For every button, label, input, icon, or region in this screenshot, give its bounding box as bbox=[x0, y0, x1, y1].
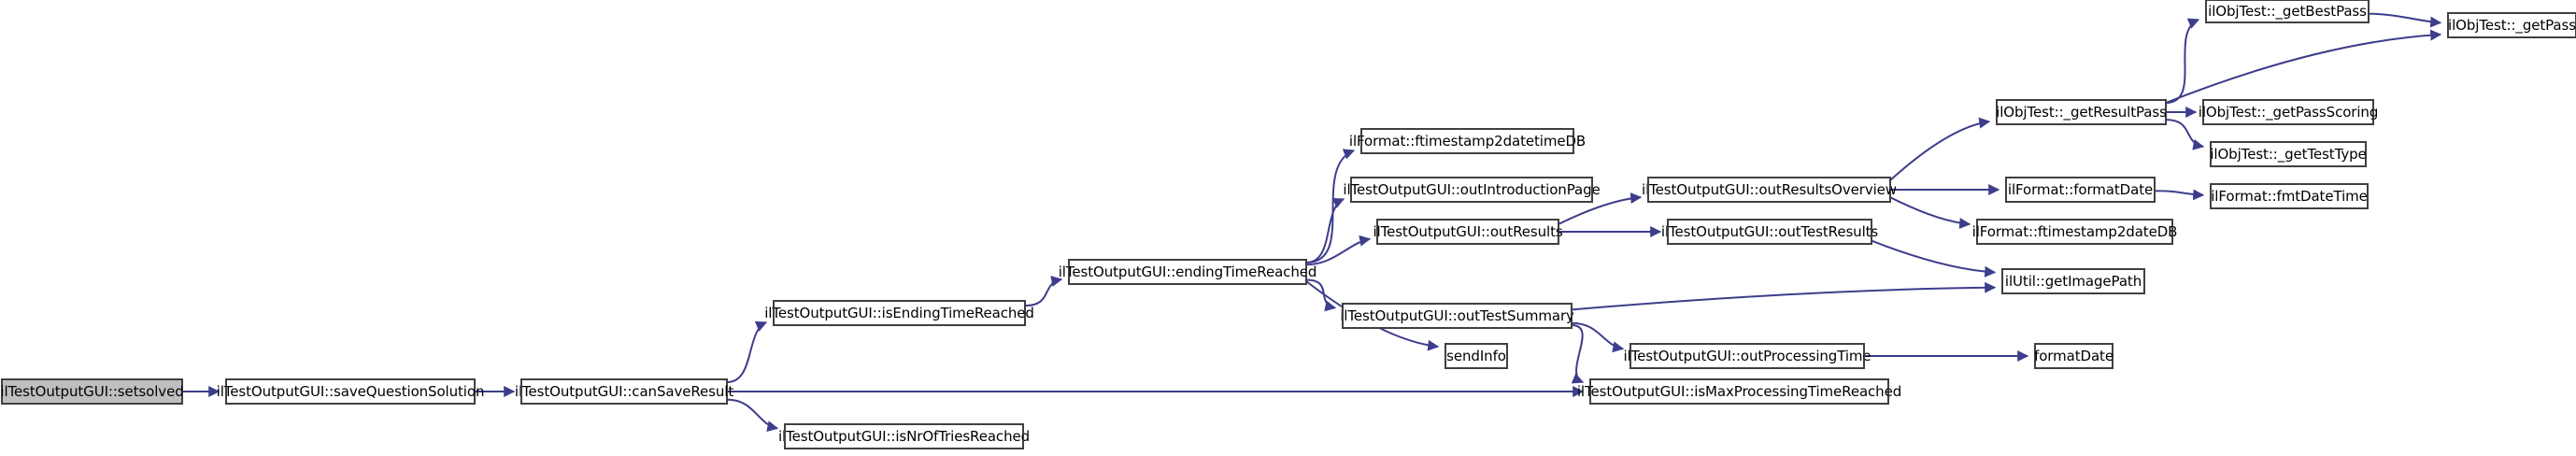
graph-edge-outResultsOverview-to-getResultPass bbox=[1889, 117, 1991, 181]
graph-node-getPassScoring[interactable]: ilObjTest::_getPassScoring bbox=[2199, 99, 2378, 125]
graph-node-label: sendInfo bbox=[1446, 347, 1506, 364]
graph-node-label: ilObjTest::_getPass bbox=[2448, 16, 2576, 34]
graph-node-label: ilTestOutputGUI::outTestSummary bbox=[1340, 306, 1574, 324]
graph-edge-getResultPass-to-getTestType bbox=[2165, 119, 2205, 150]
graph-edge-outTestSummary-to-outProcessingTime bbox=[1571, 321, 1625, 353]
graph-node-isEndingTimeReached[interactable]: ilTestOutputGUI::isEndingTimeReached bbox=[764, 300, 1034, 326]
graph-node-label: ilFormat::ftimestamp2datetimeDB bbox=[1348, 132, 1587, 150]
graph-edge-outTestResults-to-getImagePath bbox=[1871, 239, 1997, 278]
graph-node-formatDate[interactable]: formatDate bbox=[2034, 343, 2113, 369]
graph-node-label: ilTestOutputGUI::isNrOfTriesReached bbox=[777, 427, 1031, 445]
graph-node-outResults[interactable]: ilTestOutputGUI::outResults bbox=[1373, 219, 1563, 245]
graph-edge-endingTimeReached-to-outTestSummary bbox=[1305, 278, 1337, 312]
graph-node-label: ilUtil::getImagePath bbox=[2004, 272, 2142, 290]
graph-node-label: ilFormat::fmtDateTime bbox=[2211, 187, 2368, 205]
graph-node-getPass[interactable]: ilObjTest::_getPass bbox=[2447, 12, 2576, 38]
graph-node-label: ilTestOutputGUI::isEndingTimeReached bbox=[764, 304, 1034, 321]
graph-node-label: ilTestOutputGUI::outResults bbox=[1373, 222, 1563, 240]
graph-edge-endingTimeReached-to-outIntroductionPage bbox=[1305, 198, 1345, 264]
graph-node-getImagePath[interactable]: ilUtil::getImagePath bbox=[2001, 268, 2145, 294]
graph-edge-formatDate_ilFormat-to-fmtDateTime bbox=[2154, 189, 2205, 201]
graph-edge-canSaveResult-to-isEndingTimeReached bbox=[726, 321, 768, 383]
graph-node-isMaxProcessingTimeReached[interactable]: ilTestOutputGUI::isMaxProcessingTimeReac… bbox=[1577, 378, 1901, 405]
graph-node-label: ilTestOutputGUI::endingTimeReached bbox=[1058, 263, 1317, 280]
graph-edge-isEndingTimeReached-to-endingTimeReached bbox=[1024, 276, 1063, 307]
graph-node-outIntroductionPage[interactable]: ilTestOutputGUI::outIntroductionPage bbox=[1343, 177, 1601, 203]
graph-node-label: ilObjTest::_getTestType bbox=[2210, 145, 2367, 163]
graph-node-label: ilFormat::ftimestamp2dateDB bbox=[1971, 222, 2178, 240]
graph-edge-canSaveResult-to-isNrOfTriesReached bbox=[726, 398, 779, 433]
graph-node-label: ilTestOutputGUI::canSaveResult bbox=[514, 382, 734, 400]
graph-node-fmtDateTime[interactable]: ilFormat::fmtDateTime bbox=[2210, 183, 2369, 209]
graph-edge-endingTimeReached-to-outResults bbox=[1305, 235, 1372, 266]
graph-node-getTestType[interactable]: ilObjTest::_getTestType bbox=[2210, 141, 2367, 167]
graph-node-ftimestamp2dateDB[interactable]: ilFormat::ftimestamp2dateDB bbox=[1972, 219, 2177, 245]
graph-node-canSaveResult[interactable]: ilTestOutputGUI::canSaveResult bbox=[515, 378, 733, 405]
graph-node-label: ilTestOutputGUI::outResultsOverview bbox=[1642, 180, 1897, 198]
graph-node-getResultPass[interactable]: ilObjTest::_getResultPass bbox=[1996, 99, 2167, 125]
graph-edge-outTestSummary-to-isMaxProcessingTimeReached bbox=[1571, 324, 1585, 384]
graph-node-label: ilObjTest::_getPassScoring bbox=[2198, 103, 2379, 121]
graph-edge-getResultPass-to-getPass bbox=[2165, 29, 2442, 104]
graph-node-label: ilObjTest::_getResultPass bbox=[1996, 103, 2167, 121]
graph-node-outTestSummary[interactable]: ilTestOutputGUI::outTestSummary bbox=[1340, 303, 1574, 329]
graph-node-label: ilTestOutputGUI::outIntroductionPage bbox=[1343, 180, 1601, 198]
graph-node-outResultsOverview[interactable]: ilTestOutputGUI::outResultsOverview bbox=[1642, 177, 1897, 203]
graph-node-sendInfo[interactable]: sendInfo bbox=[1445, 343, 1508, 369]
graph-node-outTestResults[interactable]: ilTestOutputGUI::outTestResults bbox=[1661, 219, 1878, 245]
graph-edge-getBestPass-to-getPass bbox=[2368, 12, 2442, 28]
graph-node-setsolved[interactable]: ilTestOutputGUI::setsolved bbox=[0, 378, 184, 405]
graph-node-endingTimeReached[interactable]: ilTestOutputGUI::endingTimeReached bbox=[1059, 259, 1316, 285]
graph-node-label: ilFormat::formatDate bbox=[2007, 180, 2154, 198]
graph-node-formatDate_ilFormat[interactable]: ilFormat::formatDate bbox=[2005, 177, 2156, 203]
graph-edge-outResultsOverview-to-ftimestamp2dateDB bbox=[1889, 196, 1971, 229]
graph-node-label: formatDate bbox=[2034, 347, 2113, 364]
graph-node-label: ilTestOutputGUI::outTestResults bbox=[1660, 222, 1879, 240]
graph-node-label: ilTestOutputGUI::isMaxProcessingTimeReac… bbox=[1576, 382, 1902, 400]
graph-node-outProcessingTime[interactable]: ilTestOutputGUI::outProcessingTime bbox=[1623, 343, 1872, 369]
graph-node-label: ilTestOutputGUI::saveQuestionSolution bbox=[216, 382, 485, 400]
graph-edge-getResultPass-to-getBestPass bbox=[2165, 18, 2200, 104]
graph-node-isNrOfTriesReached[interactable]: ilTestOutputGUI::isNrOfTriesReached bbox=[778, 423, 1030, 449]
graph-edge-endingTimeReached-to-ftimestamp2datetimeDB bbox=[1305, 149, 1356, 264]
graph-edge-outTestSummary-to-getImagePath bbox=[1571, 281, 1997, 311]
graph-node-label: ilTestOutputGUI::setsolved bbox=[0, 382, 184, 400]
graph-node-label: ilObjTest::_getBestPass bbox=[2208, 2, 2367, 20]
graph-node-getBestPass[interactable]: ilObjTest::_getBestPass bbox=[2205, 0, 2370, 23]
graph-node-label: ilTestOutputGUI::outProcessingTime bbox=[1623, 347, 1872, 364]
graph-node-ftimestamp2datetimeDB[interactable]: ilFormat::ftimestamp2datetimeDB bbox=[1349, 128, 1586, 154]
graph-node-saveQuestionSolution[interactable]: ilTestOutputGUI::saveQuestionSolution bbox=[217, 378, 484, 405]
